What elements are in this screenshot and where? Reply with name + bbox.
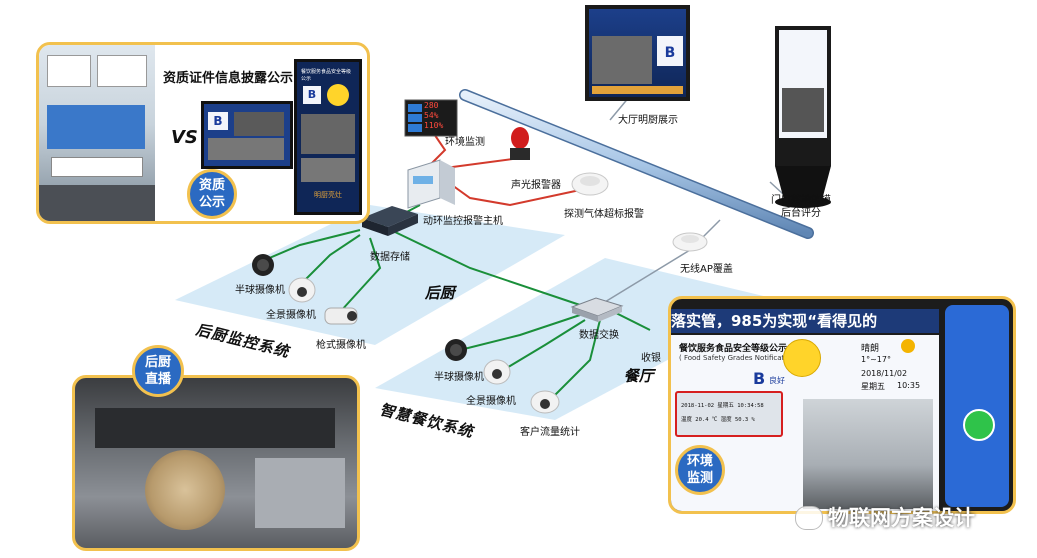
- zone-kitchen-title: 后厨: [423, 284, 458, 302]
- lcd-row-3: 110%: [424, 121, 444, 130]
- weather-text: 晴朗: [861, 344, 880, 354]
- env-monitor-badge: 环境监测: [675, 445, 725, 495]
- svg-text:B: B: [665, 45, 676, 61]
- label-env-monitor: 环境监测: [445, 137, 485, 148]
- cutting-board: [145, 450, 225, 530]
- grade-board: 餐饮服务食品安全等级公示 ( Food Safety Grades Notifi…: [671, 335, 939, 511]
- banner-strip: 落实管，985为实现“看得见的: [671, 309, 939, 333]
- time-text: 10:35: [897, 381, 921, 390]
- temperature-range: 1°~17°: [861, 355, 891, 364]
- banner-text: 落实管，985为实现“看得见的: [671, 312, 878, 330]
- flow-counter-camera: [530, 390, 560, 414]
- label-kiosk: 门口落地触摸 后台评分: [771, 194, 831, 220]
- kitchen-live-badge-line-2: 直播: [144, 372, 171, 387]
- small-grade: B: [208, 112, 228, 130]
- zone-hall-title: 餐厅: [622, 367, 657, 385]
- label-bullet-camera: 枪式摄像机: [316, 340, 366, 351]
- qualification-badge: 资质公示: [187, 169, 237, 219]
- label-hall-pano-camera: 全景摄像机: [466, 396, 516, 407]
- lcd-readings: 280 54% 110%: [424, 101, 443, 131]
- kitchen-dome-camera: [252, 254, 274, 276]
- board-title: 餐饮服务食品安全等级公示: [679, 344, 788, 354]
- standee-screen: 餐饮服务食品安全等级公示 B 明厨亮灶: [294, 59, 362, 215]
- label-storage: 数据存储: [370, 252, 410, 263]
- date-text: 2018/11/02: [861, 369, 908, 378]
- board-subtitle: ( Food Safety Grades Notification ): [679, 354, 800, 362]
- label-cashier: 收银: [641, 353, 661, 364]
- kiosk-device: [775, 26, 831, 208]
- reading-line-2: 温度 20.4 ℃ 湿度 50.3 %: [681, 417, 755, 423]
- hall-pano-camera: [483, 359, 511, 385]
- vs-mark: VS: [171, 127, 198, 148]
- kitchen-pano-camera: [288, 277, 316, 303]
- label-gas-alarm: 探测气体超标报警: [564, 209, 644, 220]
- alarm-host-device: [407, 159, 455, 209]
- sun-icon: [901, 339, 915, 353]
- smiley-wings-icon: [963, 409, 995, 441]
- kitchen-live-badge-line-1: 后厨: [144, 355, 171, 370]
- badge-line-1: 资质: [198, 178, 225, 193]
- storage-device: [362, 206, 418, 236]
- lcd-row-1: 280: [424, 101, 439, 110]
- standee-grade: B: [303, 86, 321, 104]
- hall-dome-camera: [445, 339, 467, 361]
- sound-alarm-device: [510, 127, 530, 160]
- watermark-text: 物联网方案设计: [828, 506, 975, 530]
- kitchen-live-panel: [72, 375, 360, 551]
- lcd-row-2: 54%: [424, 111, 439, 120]
- label-ap: 无线AP覆盖: [680, 264, 733, 275]
- wechat-icon: [795, 506, 823, 530]
- reading-box: 2018-11-02 星期五 10:34:58 温度 20.4 ℃ 湿度 50.…: [675, 391, 783, 437]
- gas-detector-device: [571, 172, 609, 196]
- kitchen-zone: [175, 205, 565, 345]
- label-kitchen-pano-camera: 全景摄像机: [266, 310, 316, 321]
- env-lcd-device: [404, 99, 458, 137]
- side-screen: [945, 305, 1009, 507]
- wireless-ap-device: [672, 232, 708, 252]
- smiley-icon: [327, 84, 349, 106]
- label-hall-dome-camera: 半球摄像机: [434, 372, 484, 383]
- env-monitor-panel: 落实管，985为实现“看得见的 餐饮服务食品安全等级公示 ( Food Safe…: [668, 296, 1016, 514]
- label-switch: 数据交换: [579, 330, 619, 341]
- label-kiosk-line-1: 门口落地触摸: [771, 195, 831, 206]
- env-badge-line-2: 监测: [686, 471, 713, 486]
- smiley-icon: [783, 339, 821, 377]
- standee-title: 餐饮服务食品安全等级公示: [301, 69, 352, 82]
- standee-footer: 明厨亮灶: [314, 191, 342, 199]
- env-badge-line-1: 环境: [686, 454, 713, 469]
- label-kiosk-line-2: 后台评分: [781, 208, 821, 219]
- monitor-screen: B: [201, 101, 293, 169]
- grade-label: 良好: [769, 376, 785, 385]
- backbone-tube: [459, 89, 814, 239]
- label-kitchen-dome-camera: 半球摄像机: [235, 285, 285, 296]
- label-alarm-host: 动环监控报警主机: [423, 216, 503, 227]
- disclosure-title: 资质证件信息披露公示: [163, 71, 294, 86]
- switch-device: [570, 297, 624, 322]
- disclosure-panel: 资质证件信息披露公示 VS B 餐饮服务食品安全等级公示 B 明厨亮灶 资质公示: [36, 42, 370, 224]
- kitchen-live-badge: 后厨直播: [132, 345, 184, 397]
- lobby-display-device: B: [585, 5, 690, 101]
- kitchen-bullet-camera: [324, 307, 358, 325]
- weekday-text: 星期五: [861, 382, 885, 391]
- label-flow-counter: 客户流量统计: [520, 427, 580, 438]
- office-photo: [803, 399, 933, 509]
- label-lobby-display: 大厅明厨展示: [618, 115, 678, 126]
- badge-line-2: 公示: [198, 195, 225, 210]
- label-sound-alarm: 声光报警器: [511, 180, 561, 191]
- reading-line-1: 2018-11-02 星期五 10:34:58: [681, 403, 764, 409]
- certificate-wall-photo: [39, 45, 155, 221]
- grade-letter: B: [753, 369, 766, 388]
